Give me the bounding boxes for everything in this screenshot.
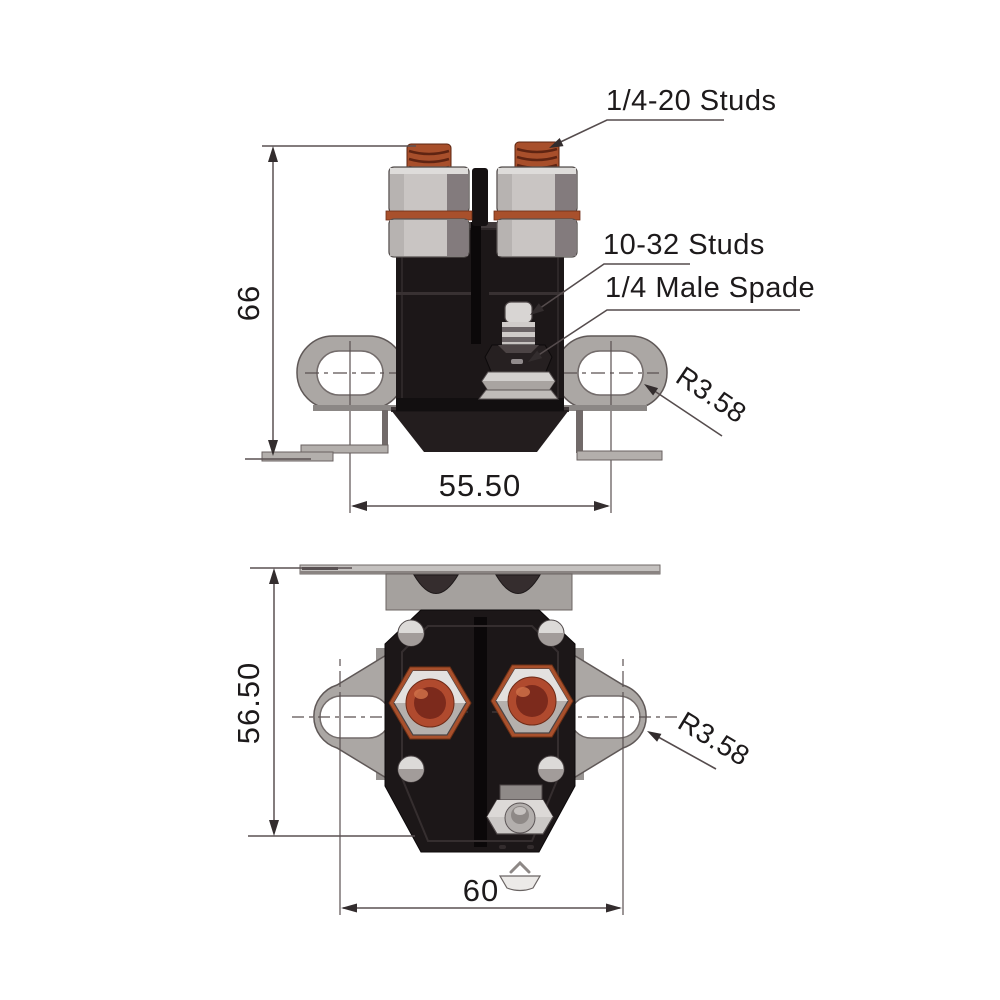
leader-quarter-twenty-arrow — [549, 138, 564, 148]
front-bracket-left-ledge — [300, 444, 389, 454]
right-upper-nut-facet-l — [498, 168, 512, 212]
small-stud-thread-5 — [502, 342, 535, 346]
front-bracket-left-edge — [382, 410, 388, 450]
top-terminal-left — [388, 666, 472, 740]
small-stud-thread-2 — [502, 327, 535, 332]
top-spade-chevron — [509, 860, 531, 874]
front-bracket-right-edge — [576, 410, 583, 453]
leader-male-spade-line — [530, 309, 800, 361]
top-stud-bump-left — [413, 574, 459, 594]
dim5550-arrow-right — [594, 501, 610, 511]
top-plate — [299, 564, 661, 611]
front-bracket-left-foot — [261, 451, 334, 462]
top-small-stud-cap-glint — [514, 807, 526, 815]
front-radius-arrow — [644, 384, 659, 396]
label-male-spade: 1/4 Male Spade — [605, 272, 815, 304]
label-quarter-twenty-studs: 1/4-20 Studs — [606, 85, 776, 117]
small-stud-thread-3 — [502, 332, 535, 337]
front-body-seam-left — [396, 292, 471, 295]
top-dimension-depth: 56.50 — [231, 567, 415, 837]
small-stud-thread-4 — [502, 337, 535, 342]
top-plate-shadow — [300, 571, 660, 574]
small-stud-cap — [504, 301, 533, 324]
rivet-top-right-shade — [538, 633, 564, 646]
left-terminal-highlight — [414, 689, 428, 699]
dim-top-slot-spacing-value: 60 — [463, 873, 499, 908]
left-lower-nut-facet-l — [390, 220, 404, 256]
spade-flare — [477, 389, 560, 400]
front-dimension-slot-spacing: 55.50 — [351, 468, 610, 511]
top-radius-value: R3.58 — [673, 706, 755, 772]
top-body-groove — [474, 617, 487, 847]
rivet-bottom-right-shade — [538, 769, 564, 782]
dim66-arrow-bottom — [268, 440, 278, 456]
leader-ten-thirty-two-arrow — [530, 303, 545, 315]
top-small-stud — [486, 784, 554, 892]
left-upper-nut-highlight — [390, 168, 468, 174]
leader-male-spade: 1/4 Male Spade — [528, 272, 815, 362]
front-dimension-height: 66 — [231, 145, 416, 460]
right-upper-nut-facet-r — [555, 168, 576, 212]
top-bracket-face — [385, 573, 573, 611]
spade-collar-shade — [482, 381, 555, 390]
dim-front-height-value: 66 — [231, 285, 266, 321]
left-lower-nut-facet-r — [447, 220, 468, 256]
leader-quarter-twenty-line — [551, 119, 724, 147]
right-terminal-highlight — [516, 687, 530, 697]
front-body-seam-right — [489, 292, 564, 295]
leader-male-spade-arrow — [528, 350, 543, 362]
right-upper-nut-highlight — [498, 168, 576, 174]
label-ten-thirty-two-studs: 10-32 Studs — [603, 229, 765, 261]
front-bracket-right-foot — [576, 450, 663, 461]
dim5650-arrow-top — [269, 568, 279, 584]
front-view: 66 55.50 1/4-20 Studs 10-32 Studs 1/4 Ma… — [231, 85, 815, 513]
top-spade-tab — [498, 875, 542, 892]
right-lower-nut-facet-r — [555, 220, 576, 256]
front-left-stud — [385, 143, 473, 258]
top-radius-arrow — [647, 731, 662, 742]
front-small-stud-assembly — [477, 301, 560, 400]
top-view: 56.50 60 R3.58 — [231, 564, 755, 915]
dim5550-arrow-left — [351, 501, 367, 511]
spade-hex-top-face — [498, 345, 539, 353]
rivet-top-left-shade — [398, 633, 424, 646]
front-base-trapezoid — [391, 410, 569, 452]
leader-quarter-twenty-studs: 1/4-20 Studs — [549, 85, 776, 148]
dim60-arrow-left — [341, 903, 357, 913]
top-radius-leader — [650, 732, 717, 770]
top-rivets — [397, 619, 565, 783]
top-small-stud-tab — [499, 784, 543, 801]
front-body-groove — [471, 222, 481, 344]
spade-hex-speck — [511, 359, 523, 364]
dim-top-depth-value: 56.50 — [231, 662, 266, 745]
dim5650-arrow-bottom — [269, 820, 279, 836]
left-upper-nut-facet-r — [447, 168, 468, 212]
leader-ten-thirty-two-line — [532, 263, 690, 314]
front-center-tab — [472, 168, 488, 226]
top-detail-dot-right — [527, 845, 534, 849]
right-lower-nut-facet-l — [498, 220, 512, 256]
dim60-arrow-right — [606, 903, 622, 913]
front-radius-leader — [646, 385, 723, 437]
dim-front-slot-spacing-value: 55.50 — [439, 468, 522, 503]
front-base — [391, 407, 569, 452]
dim66-arrow-top — [268, 146, 278, 162]
top-terminal-right — [490, 664, 574, 738]
top-radius-callout: R3.58 — [647, 706, 755, 772]
top-dimension-slot-spacing: 60 — [341, 873, 622, 913]
left-upper-nut-facet-l — [390, 168, 404, 212]
top-wings — [292, 648, 681, 915]
leader-ten-thirty-two-studs: 10-32 Studs — [530, 229, 765, 315]
rivet-bottom-left-shade — [398, 769, 424, 782]
top-detail-dot-left — [499, 845, 506, 849]
top-stud-bump-right — [495, 574, 541, 594]
front-right-stud — [493, 141, 581, 258]
front-mounting-flanges — [296, 335, 668, 513]
front-radius-value: R3.58 — [671, 360, 752, 429]
front-body-bottom-shade — [396, 398, 564, 411]
small-stud-thread-1 — [502, 322, 535, 327]
